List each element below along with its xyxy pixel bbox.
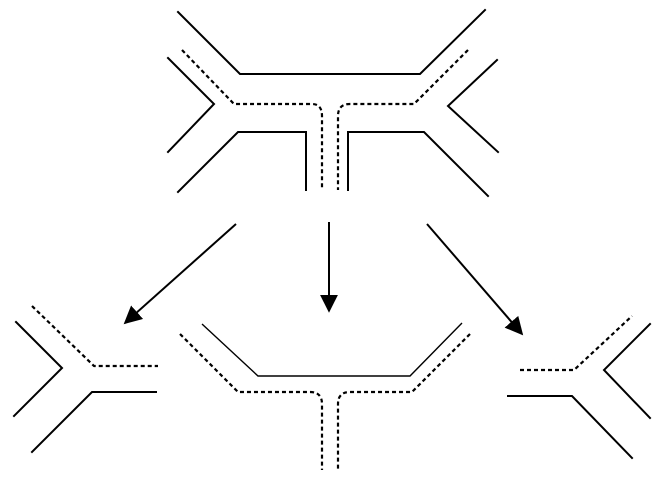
- bottom-right-fragment: [507, 315, 652, 460]
- bl-lower-line: [30, 391, 157, 454]
- br-lower-line: [507, 395, 634, 460]
- bottom-left-fragment: [12, 305, 158, 454]
- top-right-dashed-chain: [336, 49, 469, 190]
- top-right-outer-v: [446, 58, 500, 154]
- top-left-dashed-chain: [181, 49, 324, 190]
- top-outer-line: [176, 8, 487, 75]
- bl-outer-v: [12, 320, 64, 418]
- arrows: [123, 222, 524, 336]
- top-left-outer-v: [166, 56, 216, 154]
- br-dashed-chain: [520, 315, 633, 372]
- bl-dashed-chain: [31, 305, 158, 368]
- top-structure: [166, 8, 500, 198]
- bc-right-dashed-chain: [336, 333, 471, 470]
- arrow-left: [123, 223, 237, 325]
- bc-top-line: [201, 322, 463, 377]
- top-left-inner-line: [176, 131, 307, 194]
- top-right-inner-line: [347, 131, 490, 198]
- br-outer-v: [602, 322, 652, 420]
- bc-left-dashed-chain: [179, 333, 324, 470]
- arrow-right: [426, 223, 524, 336]
- bottom-center-fragment: [179, 322, 471, 470]
